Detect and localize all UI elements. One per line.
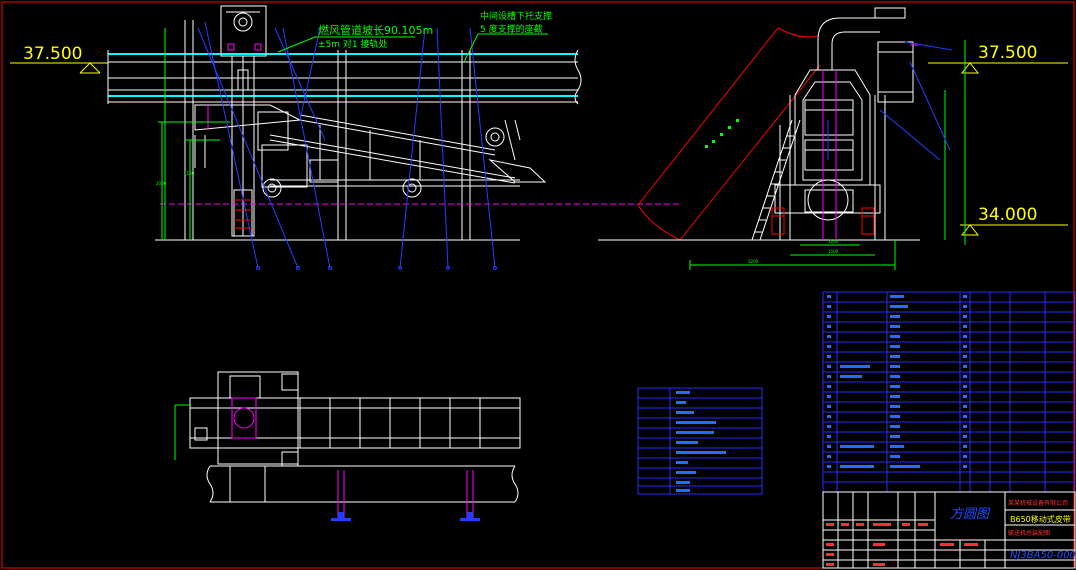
level-marker-right-top: 37.500 (928, 43, 1068, 74)
company-logo-text: 方圆图 (950, 507, 991, 522)
pipe-note-line2: 5 度支撑的座截 (480, 23, 543, 35)
svg-text:2000: 2000 (156, 181, 167, 186)
svg-text:3200: 3200 (748, 259, 759, 264)
side-dimensions (689, 40, 966, 270)
conveyor-frame (194, 69, 547, 198)
ladder (751, 119, 801, 241)
level-marker-right-bottom: 34.000 (960, 205, 1068, 236)
cable-note-line2: ±5m 对1 接轨处 (318, 38, 387, 50)
front-dimensions (158, 28, 230, 240)
level-marker-left: 37.500 (10, 44, 108, 74)
title-block (822, 491, 1076, 569)
spec-table (637, 387, 763, 495)
project-subtitle: 输送机总装配图 (1008, 529, 1050, 537)
plan-view (174, 371, 521, 503)
cable-note: 燃风管道坡长90.105m ±5m 对1 接轨处 (277, 23, 433, 53)
level-label-left: 37.500 (23, 44, 82, 64)
inclined-chute (637, 27, 821, 241)
cable-note-line1: 燃风管道坡长90.105m (318, 23, 433, 37)
pipe-note: 中间设槽下托支撑 5 度支撑的座截 (463, 10, 552, 63)
front-view: 37.500 (10, 5, 680, 270)
title-header-red: 某某机械设备有限公司 (1008, 499, 1068, 507)
level-label-right-top: 37.500 (978, 43, 1037, 63)
project-title: B650移动式皮带 (1010, 514, 1071, 524)
drawing-number: NJ3BA50-000 (1010, 550, 1076, 561)
svg-text:1200: 1200 (828, 239, 839, 244)
svg-text:1500: 1500 (828, 249, 839, 254)
front-leaders (197, 21, 497, 270)
level-label-right-bottom: 34.000 (978, 205, 1037, 225)
svg-text:1500: 1500 (184, 171, 195, 176)
belt-pipe-lines (108, 53, 578, 97)
elevator-structure (774, 7, 914, 240)
bom-table (822, 291, 1076, 493)
pipe-note-line1: 中间设槽下托支撑 (480, 10, 552, 22)
side-view: 37.500 34.000 3200 1500 1200 (598, 7, 1068, 270)
